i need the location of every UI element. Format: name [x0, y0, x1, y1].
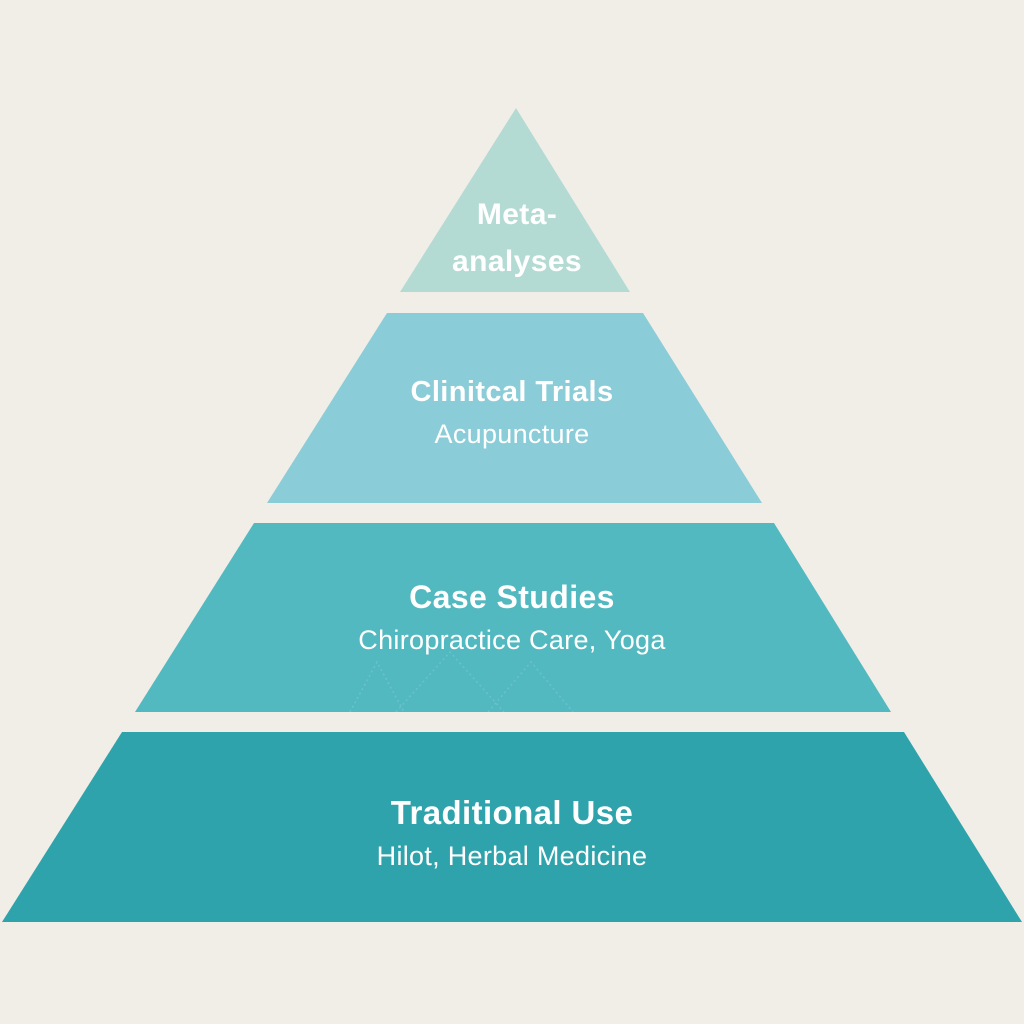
tier-shape-case-studies [135, 523, 891, 712]
mountains-watermark-icon [349, 650, 574, 713]
tier-shape-meta-analyses [400, 108, 630, 292]
tier-shape-clinical-trials [267, 313, 762, 503]
tier-shape-traditional-use [2, 732, 1022, 922]
